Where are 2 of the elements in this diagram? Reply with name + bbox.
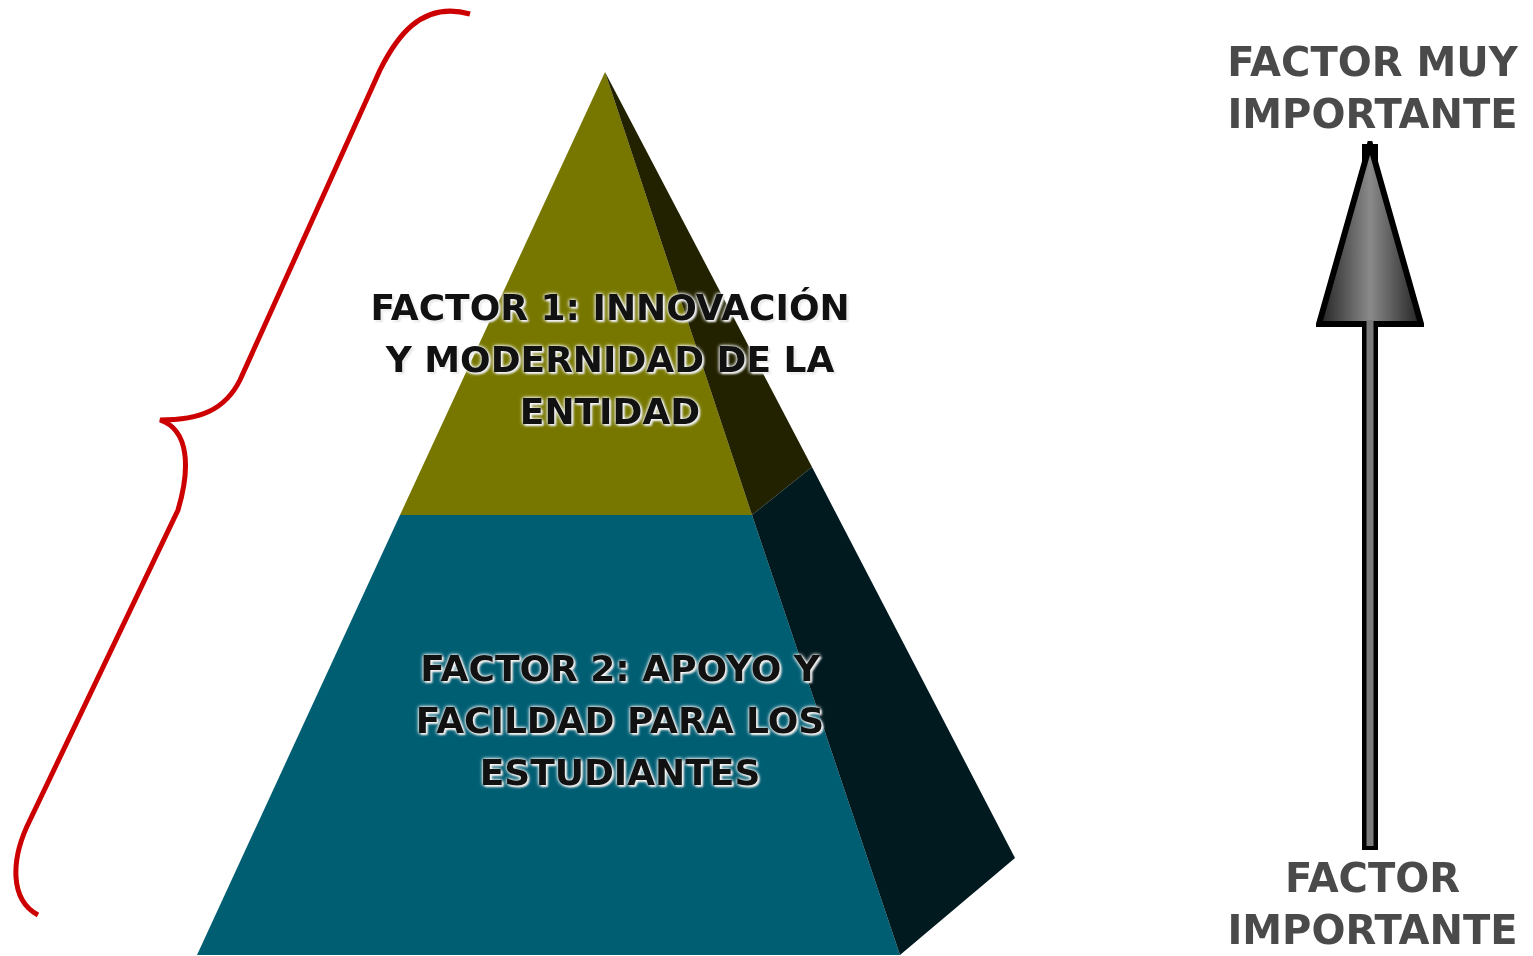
scale-label: FACTOR IMPORTANTE	[1226, 854, 1519, 955]
scale-label: FACTOR MUY IMPORTANTE	[1226, 38, 1519, 139]
